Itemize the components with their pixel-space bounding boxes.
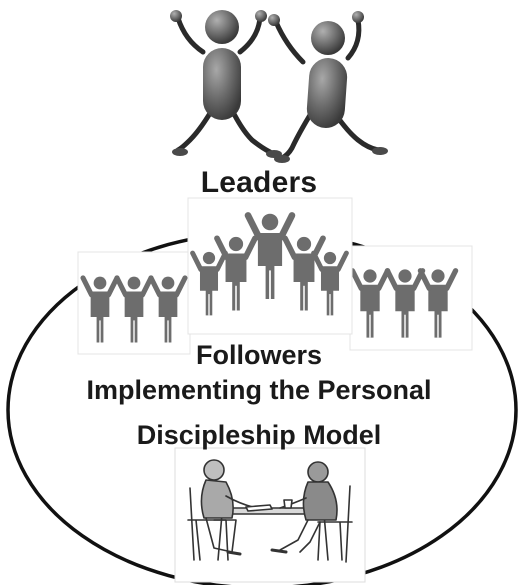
model-label-line1: Implementing the Personal <box>86 375 432 405</box>
model-label-line2: Discipleship Model <box>136 420 382 450</box>
leader-figure-left <box>170 10 282 158</box>
followers-label: Followers <box>195 340 323 370</box>
followers-center-crowd-icon <box>187 197 353 335</box>
followers-left-group-icon <box>77 251 191 355</box>
leaders-label: Leaders <box>200 166 318 199</box>
leader-figure-right <box>268 11 388 163</box>
